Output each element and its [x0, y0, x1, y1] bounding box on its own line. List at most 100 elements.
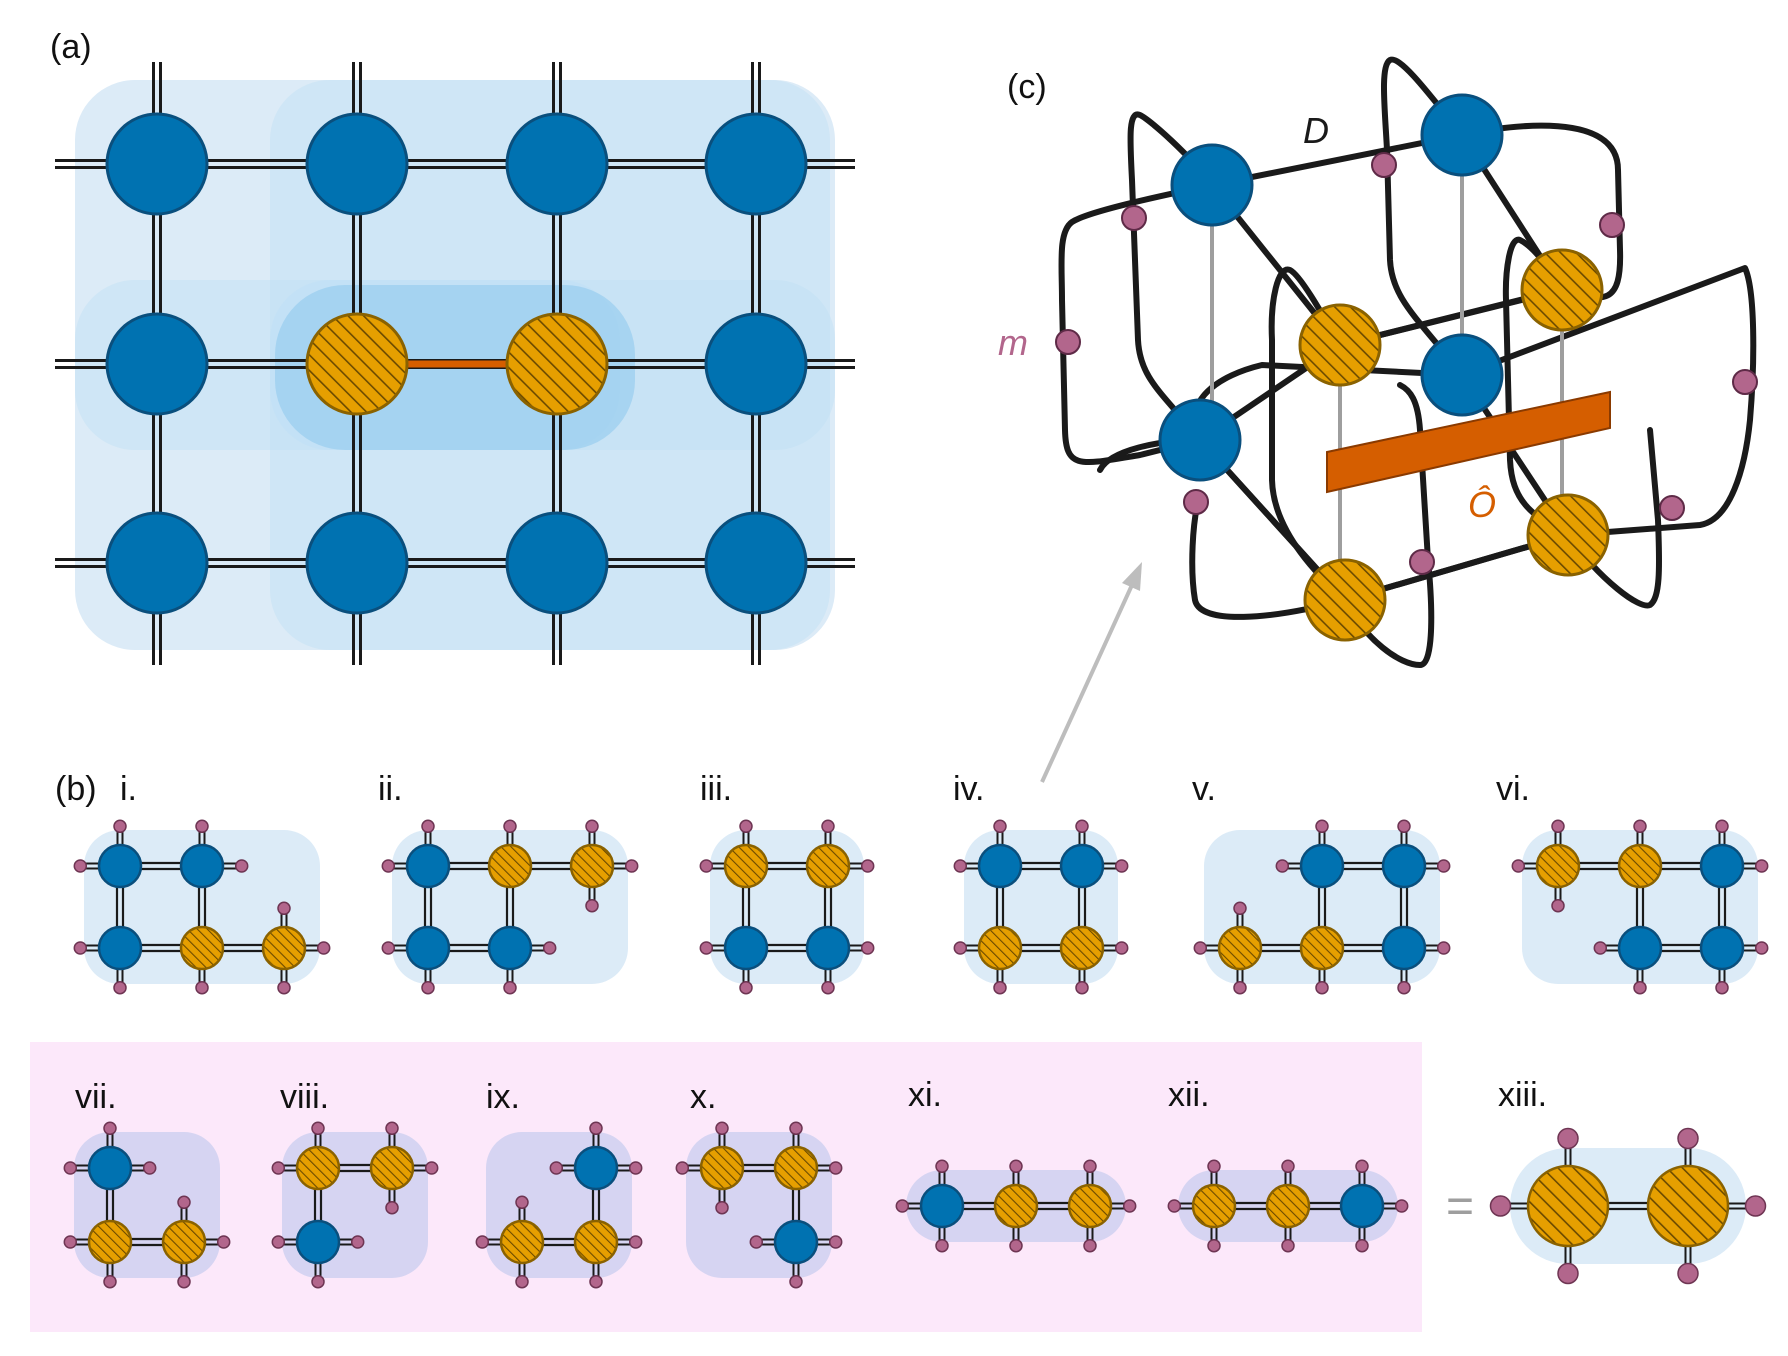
leg-marker	[749, 1235, 764, 1249]
leg-marker	[1114, 941, 1129, 955]
blue-tensor	[295, 1219, 341, 1265]
blue-tensor	[305, 112, 409, 216]
orange-tensor	[1298, 303, 1382, 387]
bond-dim-m-marker	[1183, 489, 1209, 515]
leg-marker	[421, 819, 435, 834]
leg-marker	[103, 1121, 117, 1136]
blue-tensor	[105, 511, 209, 615]
leg-marker	[549, 1161, 564, 1175]
bond-dim-m-marker	[1371, 152, 1397, 178]
leg-marker	[271, 1235, 286, 1249]
leg-marker	[993, 819, 1007, 834]
cluster-label: xii.	[1168, 1076, 1210, 1114]
blue-tensor	[179, 843, 225, 889]
peps-tensors	[1158, 93, 1610, 642]
leg-marker	[1009, 1238, 1023, 1253]
operator-bar	[1326, 390, 1611, 494]
leg-marker	[1355, 1238, 1369, 1253]
leg-marker	[277, 901, 291, 916]
orange-tensor	[505, 312, 609, 416]
blue-tensor	[773, 1219, 819, 1265]
leg-marker	[715, 1200, 729, 1215]
bond-dim-m-marker	[1659, 495, 1685, 521]
cluster-label: xi.	[908, 1076, 942, 1114]
leg-marker	[424, 1161, 439, 1175]
blue-tensor	[704, 312, 808, 416]
leg-marker	[739, 819, 753, 834]
leg-marker	[381, 859, 396, 873]
blue-tensor	[723, 925, 769, 971]
blue-tensor	[97, 843, 143, 889]
front-bottom-loop	[1342, 382, 1435, 668]
leg-marker	[1193, 941, 1208, 955]
orange-tensor	[723, 843, 769, 889]
leg-marker	[1397, 819, 1411, 834]
leg-marker	[1754, 859, 1769, 873]
leg-marker	[277, 980, 291, 995]
bottom-ring-front	[1189, 437, 1348, 620]
orange-tensor	[1535, 843, 1581, 889]
orange-tensor	[699, 1145, 745, 1191]
cluster-label: vi.	[1496, 770, 1530, 808]
leg-marker	[103, 1274, 117, 1289]
leg-marker	[1593, 941, 1608, 955]
cluster-label: ii.	[378, 770, 403, 808]
leg-marker	[271, 1161, 286, 1175]
blue-tensor	[977, 843, 1023, 889]
leg-marker	[385, 1200, 399, 1215]
blue-tensor	[1699, 925, 1745, 971]
orange-tensor	[1526, 493, 1610, 577]
leg-marker	[1075, 980, 1089, 995]
orange-tensor	[1520, 248, 1604, 332]
leg-marker	[860, 941, 875, 955]
blue-tensor	[1420, 93, 1504, 177]
bond-dim-m-marker	[1732, 369, 1758, 395]
left-vertical-loop	[1127, 111, 1215, 443]
leg-marker	[1233, 980, 1247, 995]
blue-tensor	[805, 925, 851, 971]
equals-sign: =	[1446, 1180, 1474, 1233]
leg-marker	[1281, 1159, 1295, 1174]
bond-loops	[1058, 56, 1757, 668]
leg-marker	[142, 1161, 157, 1175]
leg-marker	[628, 1161, 643, 1175]
leg-marker	[1122, 1199, 1137, 1213]
blue-tensor	[487, 925, 533, 971]
cluster-label: iv.	[953, 770, 984, 808]
leg-marker	[311, 1274, 325, 1289]
leg-marker	[542, 941, 557, 955]
blue-tensor	[105, 312, 209, 416]
orange-tensor	[1303, 558, 1387, 642]
orange-tensor	[569, 843, 615, 889]
blue-tensor	[1339, 1183, 1385, 1229]
leg-marker	[311, 1121, 325, 1136]
operator-label: Ô	[1468, 484, 1496, 525]
leg-marker	[675, 1161, 690, 1175]
blue-tensor	[405, 925, 451, 971]
leg-marker	[421, 980, 435, 995]
leg-marker	[475, 1235, 490, 1249]
leg-marker	[216, 1235, 231, 1249]
leg-marker	[895, 1199, 910, 1213]
blue-tensor	[1381, 925, 1427, 971]
leg-marker	[195, 980, 209, 995]
leg-marker	[1715, 980, 1729, 995]
panel-a: (a)	[50, 28, 855, 665]
panel-b: (b) i.ii.iii.iv.v.vi.vii.viii.ix.x.xi.xi…	[30, 770, 1769, 1332]
orange-tensor	[1526, 1164, 1610, 1248]
leg-marker	[1489, 1195, 1512, 1217]
leg-marker	[585, 898, 599, 913]
blue-tensor	[1059, 843, 1105, 889]
orange-tensor	[1265, 1183, 1311, 1229]
leg-marker	[1633, 819, 1647, 834]
leg-marker	[515, 1195, 529, 1210]
leg-marker	[628, 1235, 643, 1249]
cluster-6: vi.	[1496, 770, 1769, 995]
bond-dim-D-label: D	[1303, 110, 1329, 151]
orange-tensor	[1217, 925, 1263, 971]
panel-c: (c)	[998, 56, 1758, 668]
leg-marker	[63, 1235, 78, 1249]
leg-marker	[381, 941, 396, 955]
orange-tensor	[573, 1219, 619, 1265]
